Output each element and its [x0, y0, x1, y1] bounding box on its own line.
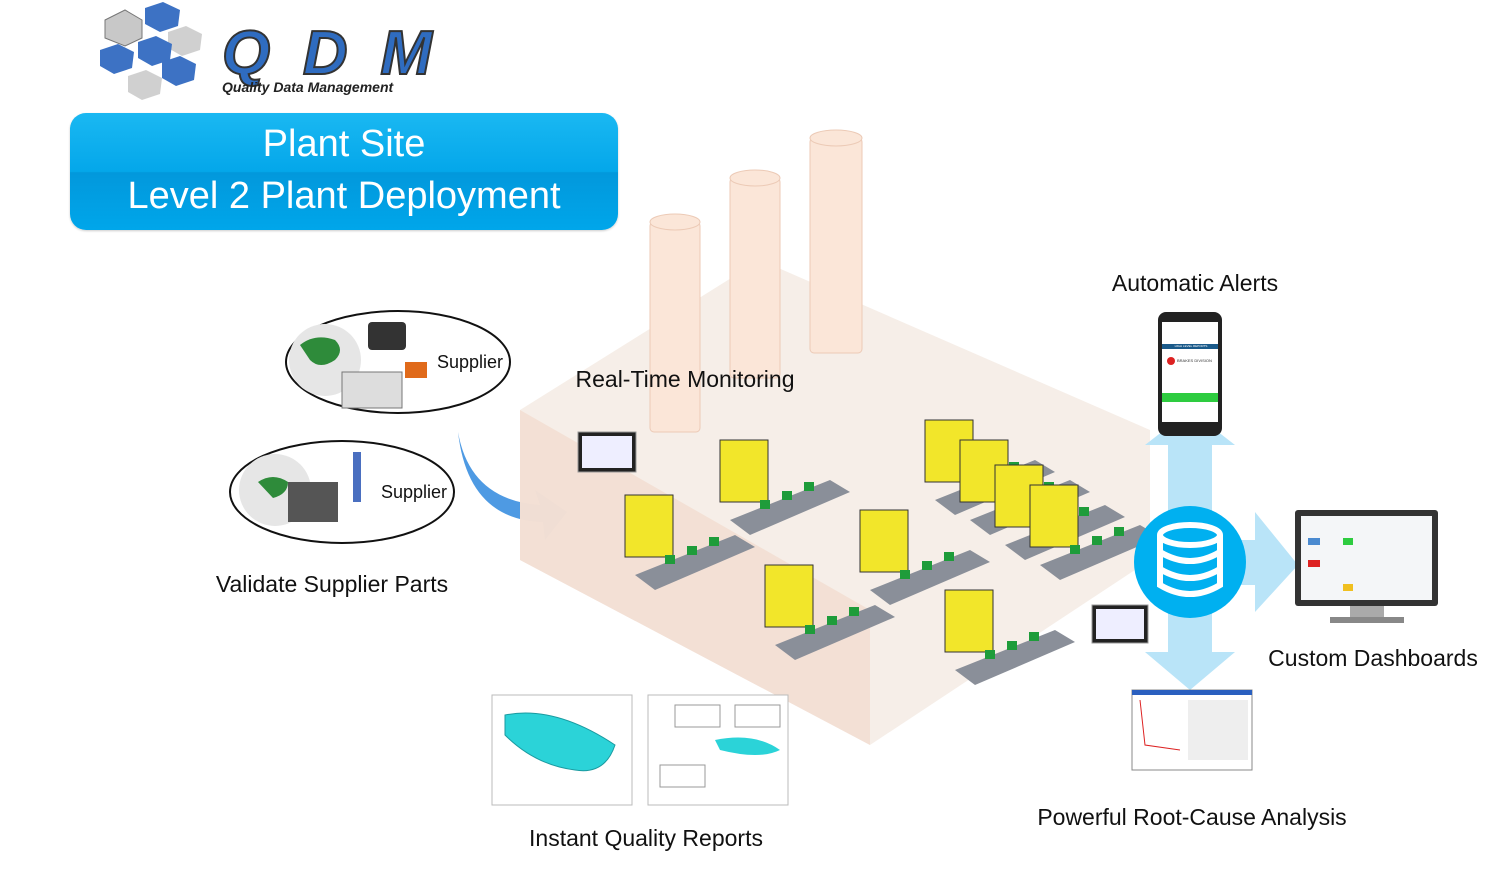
monitoring-label: Real-Time Monitoring	[575, 366, 795, 392]
quality-reports	[491, 694, 789, 806]
factory-illustration	[520, 129, 1160, 745]
conveyor	[870, 550, 990, 605]
conveyor	[1040, 525, 1160, 580]
root-cause-screenshot	[1131, 689, 1253, 771]
part	[849, 607, 859, 616]
part	[782, 491, 792, 500]
qdm-logo-wordmark: QDM	[222, 19, 433, 88]
supplier-asia	[285, 310, 511, 414]
part	[1029, 632, 1039, 641]
conveyor	[730, 480, 850, 535]
supplier-europe	[229, 440, 455, 544]
part	[985, 650, 995, 659]
banner-line-1: Plant Site	[262, 123, 426, 165]
phone-alerts	[1158, 312, 1222, 436]
validate-supplier-label: Validate Supplier Parts	[215, 571, 449, 597]
part	[760, 500, 770, 509]
machine	[719, 439, 769, 503]
root-cause-label: Powerful Root-Cause Analysis	[1037, 804, 1347, 830]
part	[665, 555, 675, 564]
part	[709, 537, 719, 546]
data-hub	[1134, 410, 1298, 690]
part	[1092, 536, 1102, 545]
conveyor	[635, 535, 755, 590]
logo-tagline: Quality Data Management	[222, 79, 394, 95]
arrow-up-icon	[1145, 410, 1235, 520]
part	[900, 570, 910, 579]
page-title-banner: Plant Site Level 2 Plant Deployment	[70, 113, 618, 230]
reports-label: Instant Quality Reports	[529, 825, 763, 851]
conveyor	[775, 605, 895, 660]
machine	[624, 494, 674, 558]
machine	[1029, 484, 1079, 548]
banner-line-2: Level 2 Plant Deployment	[127, 175, 561, 217]
machine	[944, 589, 994, 653]
part	[827, 616, 837, 625]
phone-header: HIGH LEVEL REPORTS	[1174, 344, 1208, 348]
supplier-label: Supplier	[437, 352, 504, 372]
part	[1007, 641, 1017, 650]
arrow-down-icon	[1145, 600, 1235, 690]
part	[687, 546, 697, 555]
alerts-label: Automatic Alerts	[1111, 270, 1279, 296]
arrow-right-icon	[1230, 512, 1298, 612]
database-icon	[1157, 522, 1223, 597]
machine	[764, 564, 814, 628]
part	[944, 552, 954, 561]
part	[805, 625, 815, 634]
machine	[859, 509, 909, 573]
part	[1079, 507, 1089, 516]
qdm-logo-hexagons-icon	[100, 2, 202, 100]
conveyor	[955, 630, 1075, 685]
part	[1070, 545, 1080, 554]
phone-division: BRAKES DIVISION	[1177, 358, 1212, 363]
part	[804, 482, 814, 491]
part	[1114, 527, 1124, 536]
dashboard-monitor	[1295, 510, 1438, 623]
supplier-label: Supplier	[381, 482, 448, 502]
part	[922, 561, 932, 570]
dashboards-label: Custom Dashboards	[1268, 645, 1478, 671]
